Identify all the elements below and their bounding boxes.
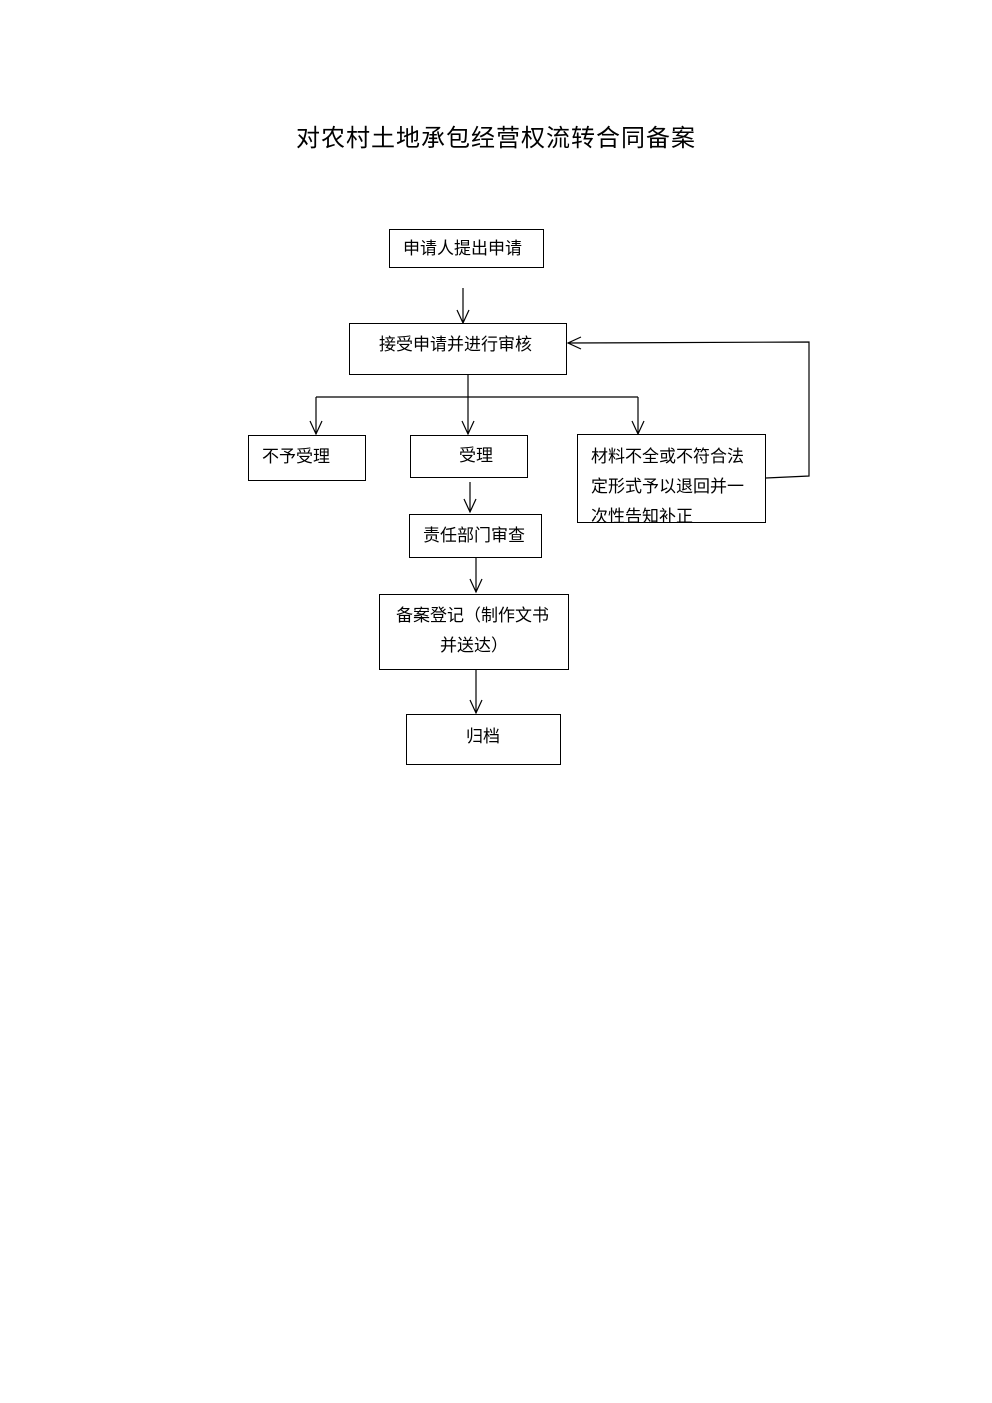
node-register: 备案登记（制作文书 并送达） <box>379 594 569 670</box>
node-return: 材料不全或不符合法 定形式予以退回并一 次性告知补正 <box>577 434 766 523</box>
node-review-label: 接受申请并进行审核 <box>379 335 532 355</box>
node-apply: 申请人提出申请 <box>389 229 544 268</box>
node-review: 接受申请并进行审核 <box>349 323 567 375</box>
page-title: 对农村土地承包经营权流转合同备案 <box>296 124 696 152</box>
node-accept-label: 受理 <box>459 446 493 466</box>
node-apply-label: 申请人提出申请 <box>403 239 522 259</box>
node-register-label-line1: 备案登记（制作文书 <box>396 606 549 626</box>
node-dept-review: 责任部门审查 <box>409 514 542 558</box>
node-reject: 不予受理 <box>248 435 366 481</box>
node-return-label-line2: 定形式予以退回并一 <box>591 477 744 497</box>
node-reject-label: 不予受理 <box>262 447 330 467</box>
arrowhead-to-accept <box>461 420 475 436</box>
arrowhead-dept-to-register <box>469 578 483 594</box>
node-dept-review-label: 责任部门审查 <box>423 526 525 546</box>
arrowhead-to-reject <box>309 420 323 436</box>
node-register-label-line2: 并送达） <box>440 636 508 656</box>
arrowhead-accept-to-dept <box>463 498 477 514</box>
node-archive-label: 归档 <box>466 727 500 747</box>
arrowhead-register-to-archive <box>469 699 483 715</box>
node-archive: 归档 <box>406 714 561 765</box>
loop-return-to-review <box>567 341 810 479</box>
node-accept: 受理 <box>410 435 528 478</box>
node-return-label-line3: 次性告知补正 <box>591 507 693 523</box>
node-return-label-line1: 材料不全或不符合法 <box>591 447 744 467</box>
arrowhead-loop <box>566 336 582 350</box>
